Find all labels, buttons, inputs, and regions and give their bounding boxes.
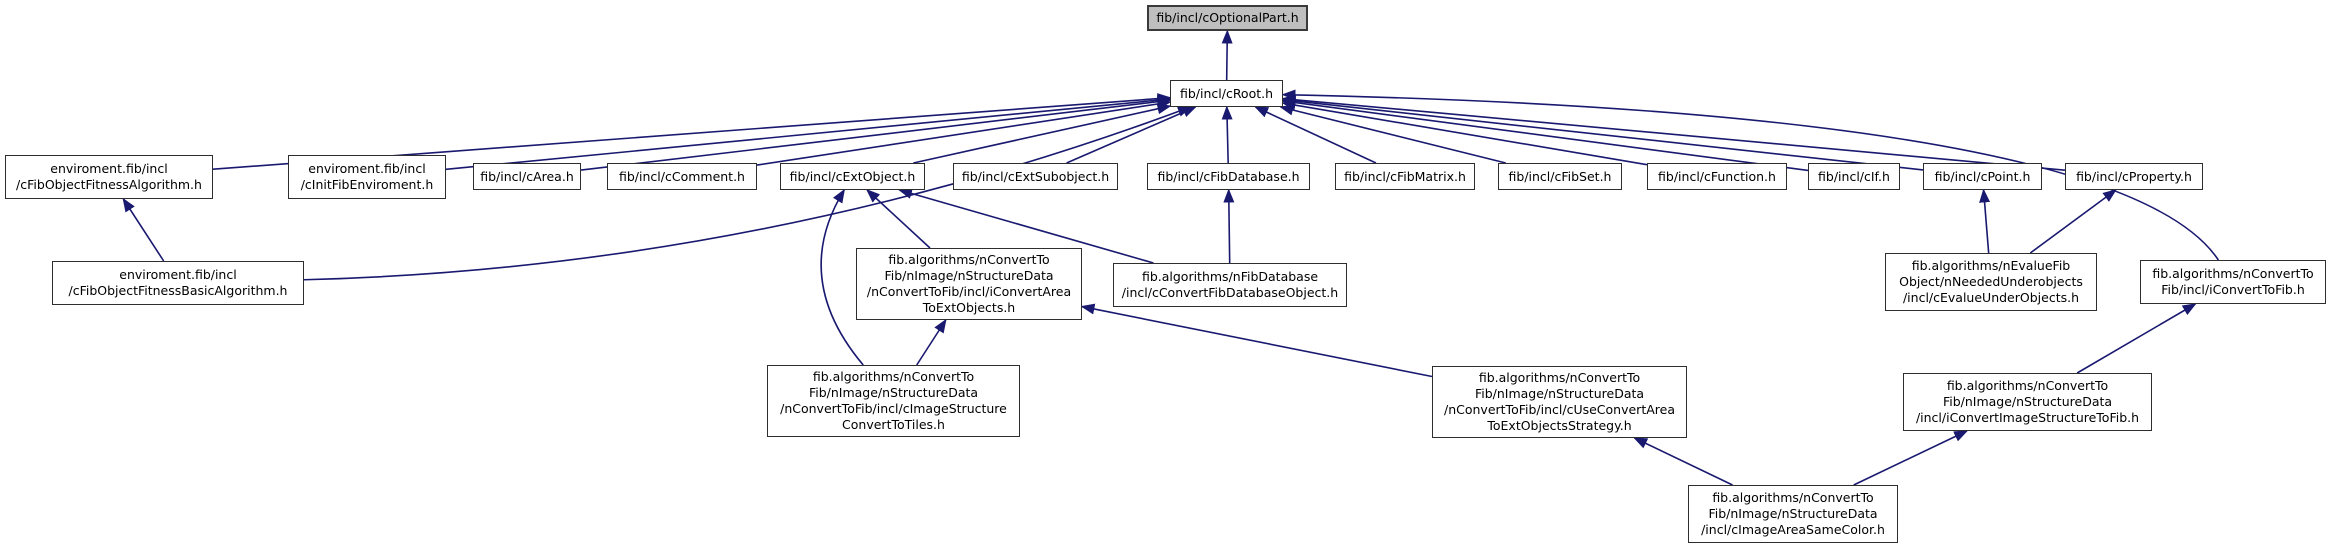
edge-tiles-to-extObj	[820, 188, 864, 366]
edge-extSub-to-root	[1066, 106, 1197, 164]
node-cPoint[interactable]: fib/incl/cPoint.h	[1923, 163, 2042, 190]
edge-fibDb-to-root	[1221, 105, 1233, 164]
node-iConvertToFib[interactable]: fib.algorithms/nConvertTo Fib/incl/iConv…	[2140, 260, 2326, 304]
node-cExtSubobject[interactable]: fib/incl/cExtSubobject.h	[953, 163, 1118, 190]
node-cFibObjectFitnessAlgorithm[interactable]: enviroment.fib/incl /cFibObjectFitnessAl…	[5, 155, 213, 199]
node-cEvalueUnderObjects[interactable]: fib.algorithms/nEvalueFib Object/nNeeded…	[1885, 253, 2097, 311]
edge-iConvImg-to-iConvFib	[2076, 303, 2197, 374]
node-cExtObject[interactable]: fib/incl/cExtObject.h	[780, 163, 925, 190]
node-cFibObjectFitnessBasicAlgorithm[interactable]: enviroment.fib/incl /cFibObjectFitnessBa…	[52, 261, 304, 305]
node-cFunction[interactable]: fib/incl/cFunction.h	[1647, 163, 1787, 190]
edge-evalUnder-to-point	[1979, 188, 1991, 254]
node-cIf[interactable]: fib/incl/cIf.h	[1808, 163, 1900, 190]
edge-tiles-to-iConvArea	[916, 318, 947, 366]
edge-cif-to-root	[1281, 97, 1809, 172]
edge-initEnv-to-root	[445, 94, 1172, 171]
node-cFibSet[interactable]: fib/incl/cFibSet.h	[1498, 163, 1622, 190]
node-cFibMatrix[interactable]: fib/incl/cFibMatrix.h	[1335, 163, 1475, 190]
edge-comment-to-root	[756, 98, 1172, 166]
edge-point-to-root	[1281, 95, 1924, 171]
node-cInitFibEnviroment[interactable]: enviroment.fib/incl /cInitFibEnviroment.…	[288, 155, 446, 199]
node-cOptionalPart[interactable]: fib/incl/cOptionalPart.h	[1147, 5, 1308, 31]
edge-property-to-root	[1281, 94, 2066, 171]
node-cProperty[interactable]: fib/incl/cProperty.h	[2065, 163, 2203, 190]
node-cRoot[interactable]: fib/incl/cRoot.h	[1170, 80, 1283, 107]
edge-evalUnder-to-property	[2029, 189, 2117, 254]
node-cConvertFibDatabaseObject[interactable]: fib.algorithms/nFibDatabase /incl/cConve…	[1113, 263, 1347, 307]
node-cComment[interactable]: fib/incl/cComment.h	[607, 163, 757, 190]
node-cFibDatabase[interactable]: fib/incl/cFibDatabase.h	[1147, 163, 1310, 190]
edge-iConvArea-to-extObj	[866, 188, 931, 249]
edge-fibSet-to-root	[1279, 104, 1506, 164]
edge-fitBasic-to-root	[303, 106, 1192, 281]
edge-convDbObj-to-fibDb	[1223, 188, 1235, 264]
edge-area-to-root	[580, 96, 1172, 171]
node-iConvertAreaToExtObjects[interactable]: fib.algorithms/nConvertTo Fib/nImage/nSt…	[856, 248, 1082, 320]
node-cUseConvertAreaToExtObjectsStrategy[interactable]: fib.algorithms/nConvertTo Fib/nImage/nSt…	[1432, 366, 1687, 438]
edge-iConvFib-to-root	[1281, 89, 2220, 261]
edge-imgArea-to-useStrategy	[1633, 437, 1733, 486]
edge-imgArea-to-iConvImg	[1853, 430, 1969, 486]
edge-function-to-root	[1281, 99, 1648, 166]
node-cImageAreaSameColor[interactable]: fib.algorithms/nConvertTo Fib/nImage/nSt…	[1688, 485, 1898, 543]
edge-extObj-to-root	[913, 103, 1172, 164]
edge-fibMatrix-to-root	[1254, 106, 1377, 164]
edge-useStrategy-to-iConvArea	[1080, 303, 1433, 378]
edge-root-to-opt	[1221, 29, 1233, 81]
node-cImageStructureConvertToTiles[interactable]: fib.algorithms/nConvertTo Fib/nImage/nSt…	[767, 365, 1020, 437]
edge-convDbObj-to-extObj	[898, 188, 1154, 264]
node-iConvertImageStructureToFib[interactable]: fib.algorithms/nConvertTo Fib/nImage/nSt…	[1903, 373, 2152, 431]
node-cArea[interactable]: fib/incl/cArea.h	[473, 163, 581, 190]
edge-fitBasic-to-fitAlg	[122, 197, 165, 262]
